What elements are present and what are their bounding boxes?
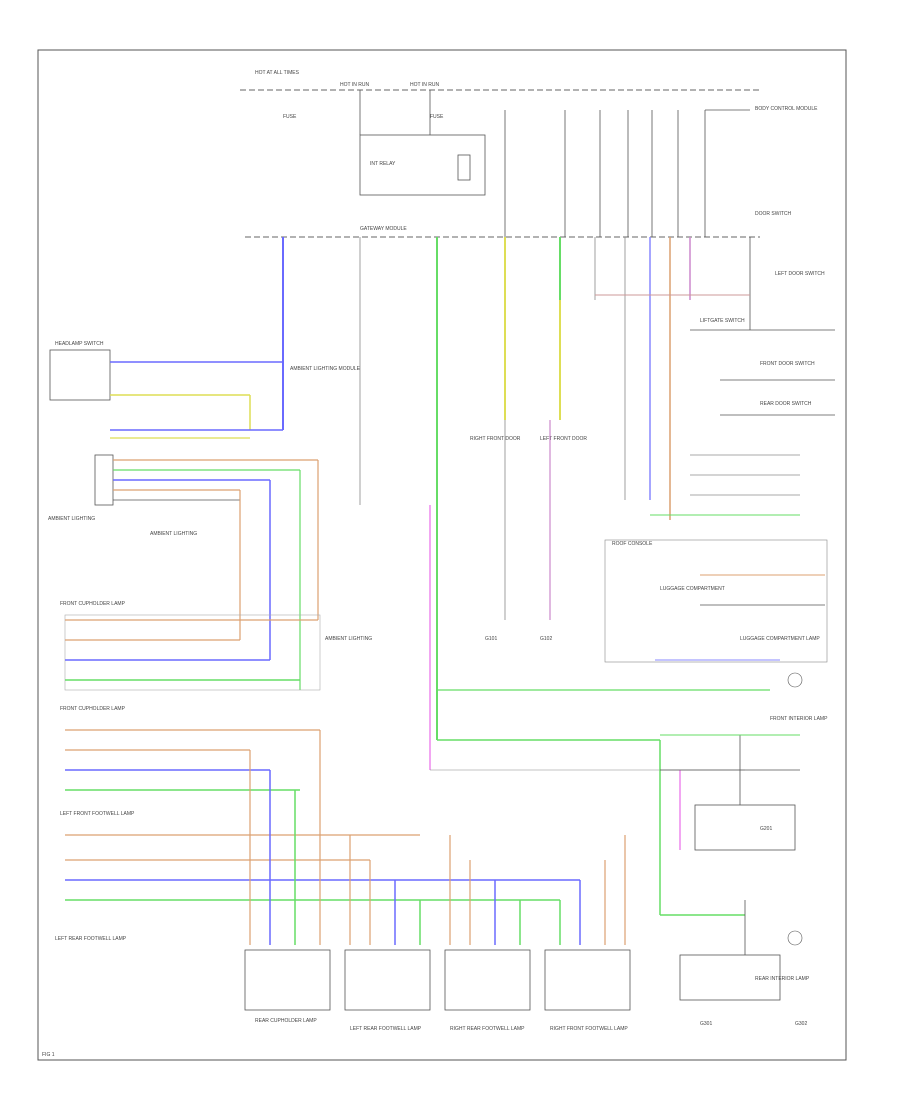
label-lugg-lamp: LUGGAGE COMPARTMENT LAMP [740,636,820,642]
label-dash-amb: AMBIENT LIGHTING [150,531,197,537]
label-head-switch: HEADLAMP SWITCH [55,341,104,347]
right-front-footwell-box [544,949,631,1011]
label-fuse-a: FUSE [283,114,297,120]
page-number: FIG 1 [42,1052,55,1058]
label-front-sw2: REAR DOOR SWITCH [760,401,812,407]
label-amb-module: AMBIENT LIGHTING MODULE [290,366,361,372]
label-liftgate-sw: LIFTGATE SWITCH [700,318,745,324]
label-hot2: HOT IN RUN [410,82,439,88]
label-left-rear-foot-b: LEFT REAR FOOTWELL LAMP [350,1026,422,1032]
label-ground1: G101 [485,636,497,642]
label-left-rear-foot: LEFT REAR FOOTWELL LAMP [55,936,127,942]
label-ground5: G302 [795,1021,807,1027]
label-front-interior: FRONT INTERIOR LAMP [770,716,828,722]
label-center-amb: AMBIENT LIGHTING [325,636,372,642]
rear-cupholder-lamp-box [244,949,331,1011]
left-rear-footwell-box [344,949,431,1011]
label-door-switch-top: DOOR SWITCH [755,211,791,217]
label-ground4: G301 [700,1021,712,1027]
diagram-frame [37,49,847,1061]
label-left-door-sw: LEFT DOOR SWITCH [775,271,825,277]
ground-symbol [787,930,803,946]
label-left-front-door: LEFT FRONT DOOR [540,436,587,442]
label-rear-cup: REAR CUPHOLDER LAMP [255,1018,317,1024]
label-fuse-top: HOT AT ALL TIMES [255,70,300,76]
label-gateway: GATEWAY MODULE [360,226,407,232]
label-front-sw: FRONT DOOR SWITCH [760,361,815,367]
label-bcm-right: BODY CONTROL MODULE [755,106,818,112]
ground-symbol [787,672,803,688]
label-rear-interior: REAR INTERIOR LAMP [755,976,810,982]
label-ground3: G201 [760,826,772,832]
label-hot1: HOT IN RUN [340,82,369,88]
label-lugg-comp: LUGGAGE COMPARTMENT [660,586,725,592]
label-right-rear-foot: RIGHT REAR FOOTWELL LAMP [450,1026,525,1032]
label-front-cup2: FRONT CUPHOLDER LAMP [60,706,126,712]
label-right-front-door: RIGHT FRONT DOOR [470,436,521,442]
label-relay: INT RELAY [370,161,396,167]
label-roof-console: ROOF CONSOLE [612,541,653,547]
label-right-front-foot: RIGHT FRONT FOOTWELL LAMP [550,1026,628,1032]
label-front-cup: FRONT CUPHOLDER LAMP [60,601,126,607]
label-ground2: G102 [540,636,552,642]
label-left-amb: AMBIENT LIGHTING [48,516,95,522]
label-left-foot: LEFT FRONT FOOTWELL LAMP [60,811,135,817]
label-fuse-b: FUSE [430,114,444,120]
right-rear-footwell-box [444,949,531,1011]
